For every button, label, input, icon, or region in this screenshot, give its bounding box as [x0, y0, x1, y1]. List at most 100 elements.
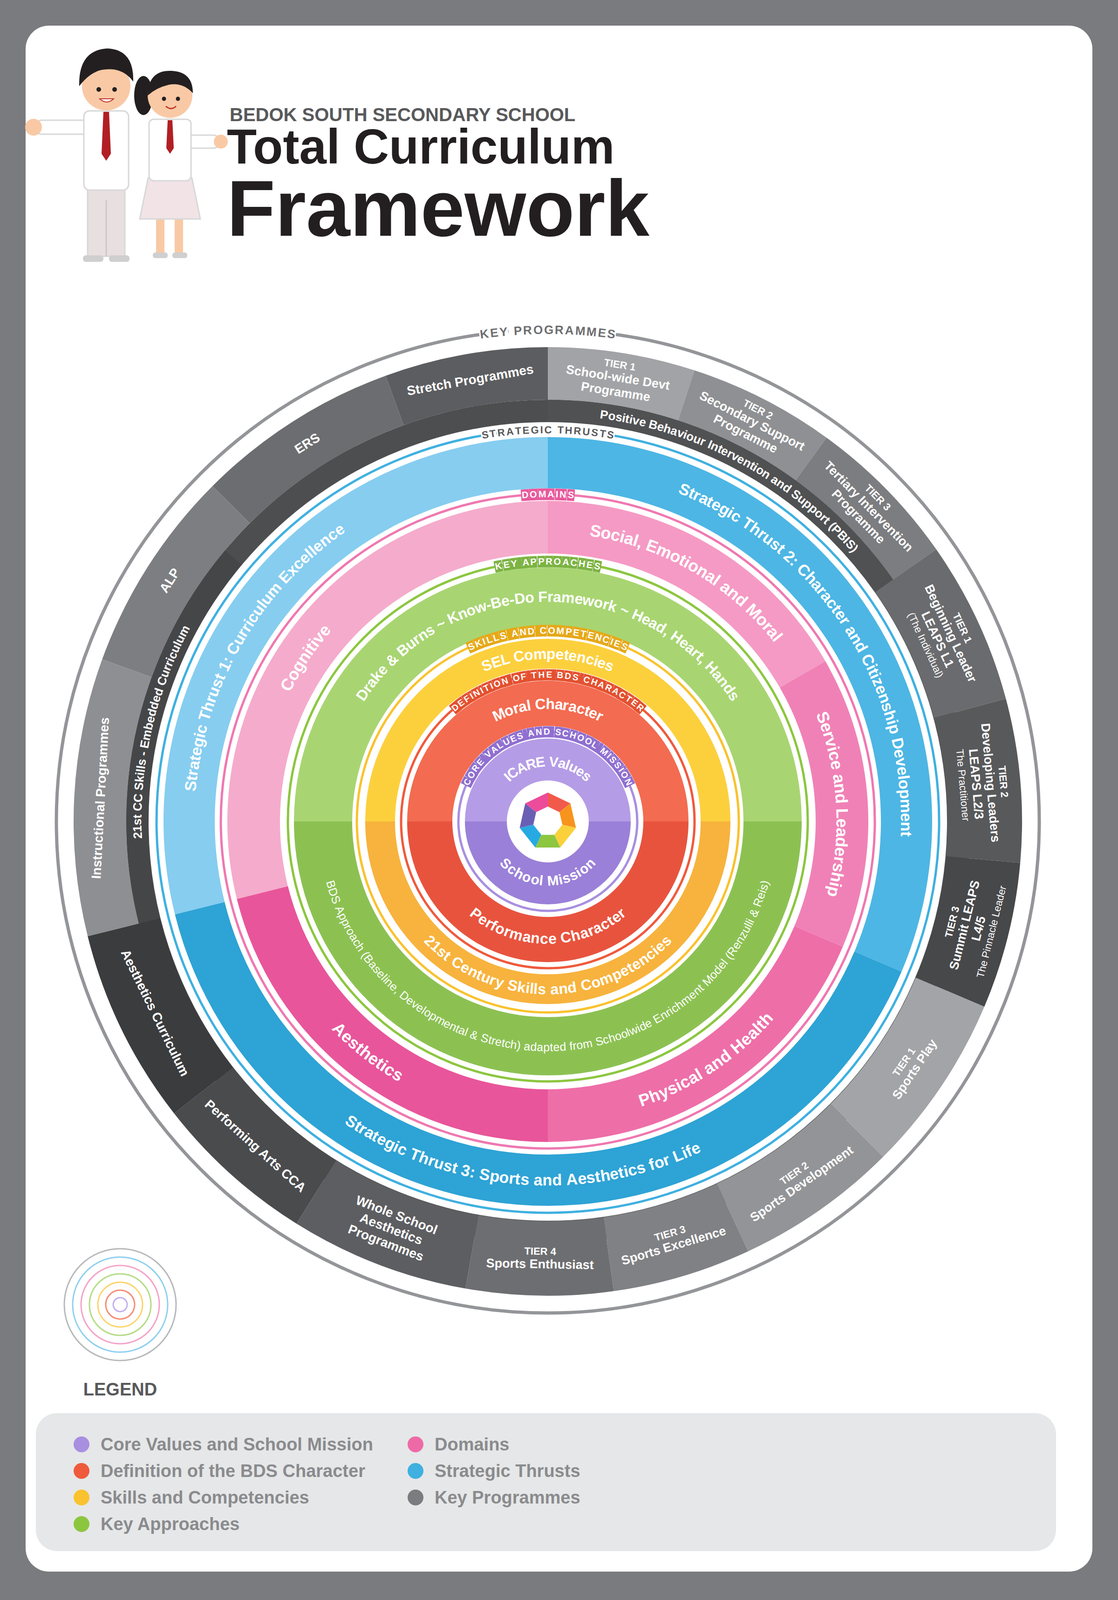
letter: O [546, 624, 556, 636]
band-label: Strategic Thrust 1: Curriculum Excellenc… [179, 518, 350, 798]
legend-icon-ring [89, 1273, 151, 1336]
legend-text: Core Values and School Mission [100, 1432, 374, 1456]
letter: C [129, 801, 146, 812]
core-band: School Mission [463, 819, 633, 907]
letter: F [538, 587, 548, 607]
approach-band: BDS Approach (Baseline, Developmental & … [292, 819, 804, 1078]
band-fill [407, 821, 689, 962]
boy-smile [99, 98, 114, 103]
boy-hair [79, 48, 134, 87]
segment-text: ERS [228, 389, 387, 498]
legend-panel [35, 1412, 1057, 1551]
letter [528, 1169, 534, 1190]
letter: C [129, 792, 146, 803]
letter: c [539, 929, 549, 949]
letter: m [560, 587, 576, 608]
letter: 2 [129, 831, 146, 839]
band-label: Performance Character [465, 902, 632, 949]
white-panel [25, 25, 1093, 1572]
letter: r [547, 587, 554, 607]
letter: n [530, 928, 542, 948]
letter: P [537, 555, 546, 567]
letter: S [605, 325, 617, 342]
core-ring-line [458, 731, 638, 911]
logo-piece [525, 792, 549, 812]
letter: p [546, 644, 556, 663]
letter: t [129, 814, 145, 819]
approach-ring-line [287, 561, 808, 1082]
band-shape [463, 819, 633, 907]
programme-segment: Stretch Programmes [383, 345, 550, 428]
letter: C [543, 423, 553, 437]
boy-tie [101, 111, 111, 161]
letter: P [529, 555, 539, 568]
programme-segment: TIER 2Developing Leaders LEAPS L2/3The P… [931, 696, 1024, 865]
boy-trouser-seam [105, 200, 108, 257]
legend-item: Core Values and School Mission [73, 1431, 374, 1456]
legend-text: Definition of the BDS Character [100, 1458, 366, 1483]
legend-swatch [407, 1489, 424, 1506]
legend-item: Key Programmes [407, 1485, 581, 1509]
band-label: Cognitive [275, 618, 336, 697]
legend-item: Definition of the BDS Character [73, 1458, 366, 1483]
letter: a [536, 1039, 544, 1055]
legend-icon-ring [105, 1289, 135, 1319]
band-label: Aesthetics [327, 1016, 410, 1086]
letter: N [558, 488, 568, 501]
band-fill [102, 485, 250, 677]
letter: e [547, 928, 557, 948]
legend-heading: LEGEND [3, 1378, 237, 1401]
programme-segment: TIER 3Sports Excellence [601, 1181, 751, 1294]
band-label: ICARE Values [498, 751, 597, 787]
letter: D [526, 624, 536, 637]
letter: a [831, 827, 853, 838]
band-fill [365, 638, 731, 822]
band-label: Social, Emotional and Moral [583, 518, 789, 648]
girl-shoe [152, 252, 168, 259]
girl-skirt [139, 177, 201, 219]
letter: T [513, 424, 523, 438]
girl-leg [156, 216, 165, 254]
legend-swatch [407, 1436, 424, 1453]
letter: R [553, 322, 565, 339]
letter [533, 587, 539, 607]
band-label: Strategic Thrust 3: Sports and Aesthetic… [340, 1110, 707, 1192]
letter: m [532, 644, 547, 664]
programme-name: Sports Enthusiast [481, 1255, 599, 1273]
ring-label: DOMAINS [518, 486, 579, 503]
school-logo [519, 792, 577, 848]
outer-ring-line [56, 329, 1040, 1313]
programme-name: Developing Leaders LEAPS L2/3 [962, 716, 1003, 850]
letter: O [532, 321, 544, 338]
ring-label: KEY PROGRAMMES [475, 320, 621, 344]
band-fill [365, 821, 731, 1004]
letter: M [585, 323, 599, 341]
boy-eye [96, 87, 102, 92]
legend-text: Domains [434, 1432, 510, 1456]
letter: p [894, 788, 916, 800]
legend-item: Skills and Competencies [73, 1485, 310, 1509]
legend-text: Key Approaches [100, 1512, 240, 1536]
domain-ring-line [220, 494, 875, 1149]
letter: M [573, 322, 587, 340]
letter: S [605, 428, 616, 443]
letter: O [552, 555, 562, 568]
girl-eye [176, 96, 181, 102]
letter: R [545, 555, 554, 567]
letter: m [895, 797, 917, 813]
girl-hand [213, 134, 228, 149]
letter: d [552, 1169, 563, 1191]
letter: E [534, 752, 547, 772]
legend-item: Key Approaches [73, 1511, 240, 1536]
letter: E [521, 423, 531, 438]
ring-label: CORE VALUES AND SCHOOL MISSION [460, 724, 635, 789]
skills-ring-line [356, 630, 739, 1013]
ring-label: SKILLS AND COMPETENCIES [464, 623, 632, 654]
letter: L [831, 807, 853, 819]
letter [831, 802, 853, 809]
legend-item: Strategic Thrusts [407, 1458, 581, 1483]
letter: S [566, 489, 575, 502]
letter: d [559, 1039, 567, 1055]
letter: n [542, 1169, 553, 1190]
programme-segment: TIER 4Sports Enthusiast [463, 1212, 616, 1298]
